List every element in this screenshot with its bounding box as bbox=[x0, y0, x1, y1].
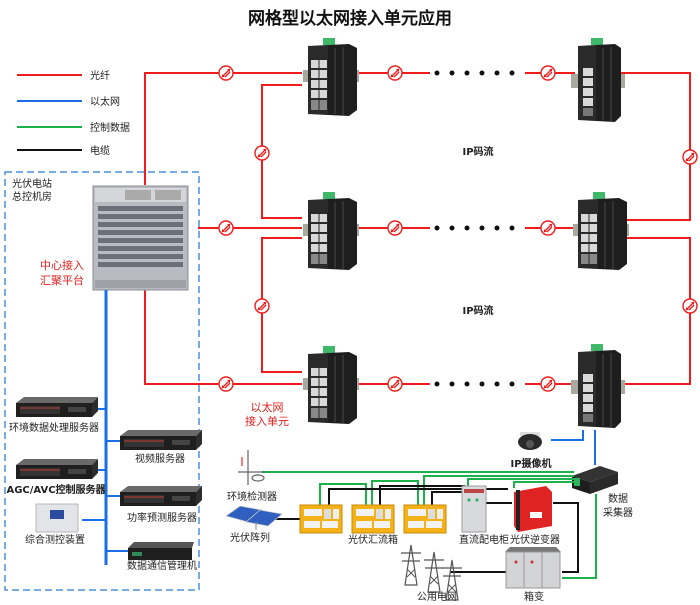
ip-camera-icon bbox=[518, 432, 542, 450]
fiber-top-right-down bbox=[620, 72, 691, 221]
ethernet-switch-bottom-right-icon bbox=[570, 343, 626, 429]
public-grid-label: 公用电网 bbox=[417, 590, 457, 603]
inverter-icon bbox=[514, 486, 552, 532]
agc-avc-server-icon bbox=[15, 458, 99, 480]
fiber-chassis-to-bottom-left bbox=[144, 290, 302, 385]
fiber-connector-icon bbox=[218, 220, 234, 236]
comm-manager-label: 数据通信管理机 bbox=[127, 559, 197, 572]
ip-stream-label-1: IP码流 bbox=[462, 145, 493, 158]
fiber-connector-icon bbox=[387, 376, 403, 392]
power-forecast-server-icon bbox=[119, 485, 203, 507]
pv-array-label: 光伏阵列 bbox=[230, 531, 270, 544]
legend-label-cable: 电缆 bbox=[90, 144, 110, 157]
control-room-boundary bbox=[4, 171, 200, 591]
fiber-connector-icon bbox=[682, 149, 698, 165]
fiber-connector-icon bbox=[218, 376, 234, 392]
fiber-mid-right-down bbox=[622, 237, 691, 385]
ethernet-switch-bottom-left-icon bbox=[302, 345, 360, 425]
video-server-label: 视频服务器 bbox=[135, 452, 185, 465]
ethernet-bus bbox=[82, 290, 596, 565]
ethernet-switch-top-right-icon bbox=[570, 37, 626, 123]
platform-label-1: 中心接入 bbox=[40, 259, 84, 272]
power-forecast-server-label: 功率预测服务器 bbox=[127, 511, 197, 524]
legend-label-control: 控制数据 bbox=[90, 121, 130, 134]
legend-label-ethernet: 以太网 bbox=[90, 95, 120, 108]
env-data-server-icon bbox=[15, 396, 99, 418]
ethernet-switch-mid-left-icon bbox=[302, 191, 360, 271]
combiner-box-2-icon bbox=[351, 504, 395, 534]
box-transformer-label: 箱变 bbox=[524, 590, 544, 603]
fiber-connector-icon bbox=[540, 376, 556, 392]
env-detector-label: 环境检测器 bbox=[227, 490, 277, 503]
inverter-label: 光伏逆变器 bbox=[510, 533, 560, 546]
ip-camera-label: IP摄像机 bbox=[510, 457, 551, 470]
video-server-icon bbox=[119, 429, 203, 451]
fiber-connector-icon bbox=[254, 145, 270, 161]
data-collector-label-1: 数据 bbox=[608, 492, 628, 505]
fiber-connector-icon bbox=[540, 220, 556, 236]
ellipsis-bottom bbox=[434, 381, 515, 387]
ellipsis-middle bbox=[434, 225, 515, 231]
box-transformer-icon bbox=[505, 547, 561, 589]
legend: 光纤 以太网 控制数据 电缆 bbox=[17, 69, 130, 157]
ethernet-unit-label-1: 以太网 bbox=[251, 401, 284, 414]
fiber-chassis-to-top-left-switch bbox=[144, 72, 302, 185]
ip-stream-label-2: IP码流 bbox=[462, 304, 493, 317]
fiber-connector-icon bbox=[218, 65, 234, 81]
combiner-box-1-icon bbox=[299, 504, 343, 534]
ethernet-switch-mid-right-icon bbox=[572, 191, 630, 271]
control-room-label-1: 光伏电站 bbox=[12, 177, 52, 190]
dc-cabinet-icon bbox=[461, 485, 487, 533]
platform-label-2: 汇聚平台 bbox=[40, 273, 84, 287]
env-data-server-label: 环境数据处理服务器 bbox=[9, 421, 99, 434]
ethernet-unit-label-2: 接入单元 bbox=[245, 415, 289, 428]
legend-label-fiber: 光纤 bbox=[90, 69, 110, 82]
data-collector-label-2: 采集器 bbox=[603, 506, 633, 519]
ellipsis-dots bbox=[434, 70, 515, 387]
pv-array-icon bbox=[225, 505, 283, 530]
ellipsis-top bbox=[434, 70, 515, 76]
diagram-title: 网格型以太网接入单元应用 bbox=[248, 8, 452, 29]
fiber-connector-icon bbox=[254, 298, 270, 314]
combiner-box-label: 光伏汇流箱 bbox=[348, 533, 398, 546]
combiner-box-3-icon bbox=[403, 504, 447, 534]
fiber-connector-icon bbox=[387, 65, 403, 81]
control-room-label-2: 总控机房 bbox=[12, 190, 52, 203]
env-detector-icon bbox=[238, 450, 265, 485]
ethernet-switch-top-left-icon bbox=[302, 37, 360, 117]
fiber-connector-icon bbox=[540, 65, 556, 81]
fiber-connector-icon bbox=[387, 220, 403, 236]
fiber-connector-icon bbox=[682, 298, 698, 314]
agc-avc-server-label: AGC/AVC控制服务器 bbox=[6, 483, 106, 496]
monitor-device-icon bbox=[35, 503, 79, 533]
aggregation-chassis-icon bbox=[92, 185, 189, 291]
power-cables bbox=[275, 485, 579, 573]
control-data-lines bbox=[262, 471, 597, 579]
comm-manager-icon bbox=[128, 542, 194, 560]
dc-cabinet-label: 直流配电柜 bbox=[459, 533, 509, 546]
data-collector-icon bbox=[572, 466, 618, 494]
monitor-device-label: 综合测控装置 bbox=[25, 533, 85, 546]
